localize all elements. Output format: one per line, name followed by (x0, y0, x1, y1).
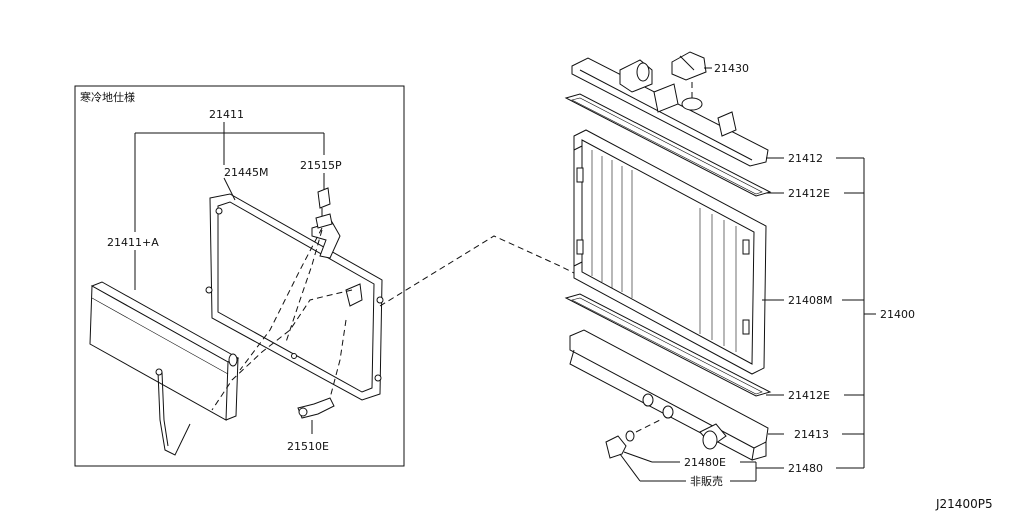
bracket-21411 (134, 122, 325, 290)
radiator-core-part (573, 129, 767, 375)
clip-part (315, 187, 333, 229)
radiator-shutter-part (89, 281, 240, 456)
radiator-cap-part (671, 51, 707, 81)
label-21480E: 21480E (684, 456, 726, 469)
leader-dashed-3 (211, 289, 353, 411)
inset-title: 寒冷地仕様 (80, 90, 135, 104)
leader-dashed-1 (239, 227, 323, 371)
label-not-sold: 非販売 (690, 475, 723, 488)
label-21408M: 21408M (788, 294, 832, 307)
label-21400: 21400 (880, 308, 915, 321)
leader-dashed-drain (635, 419, 661, 433)
label-21480: 21480 (788, 462, 823, 475)
label-21412E-top: 21412E (788, 187, 830, 200)
drain-plug-part (605, 430, 635, 459)
shutter-frame-part (205, 193, 384, 401)
label-21412E-bottom: 21412E (788, 389, 830, 402)
upper-tank-part (571, 57, 769, 167)
label-21445M: 21445M (224, 166, 268, 179)
label-21411A: 21411+A (107, 236, 159, 249)
label-21510E: 21510E (287, 440, 329, 453)
inset-frame (74, 85, 405, 467)
leader-lines-main (619, 67, 876, 482)
lower-gasket-part (564, 293, 772, 397)
label-21411: 21411 (209, 108, 244, 121)
label-21430: 21430 (714, 62, 749, 75)
leader-dashed-2 (285, 229, 323, 343)
upper-gasket-part (564, 93, 772, 197)
label-21412: 21412 (788, 152, 823, 165)
label-21515P: 21515P (300, 159, 342, 172)
label-21413: 21413 (794, 428, 829, 441)
fastener-part (297, 397, 335, 434)
diagram-id: J21400P5 (935, 497, 993, 511)
lower-tank-part (569, 329, 769, 461)
leader-dashed-4 (329, 319, 347, 399)
